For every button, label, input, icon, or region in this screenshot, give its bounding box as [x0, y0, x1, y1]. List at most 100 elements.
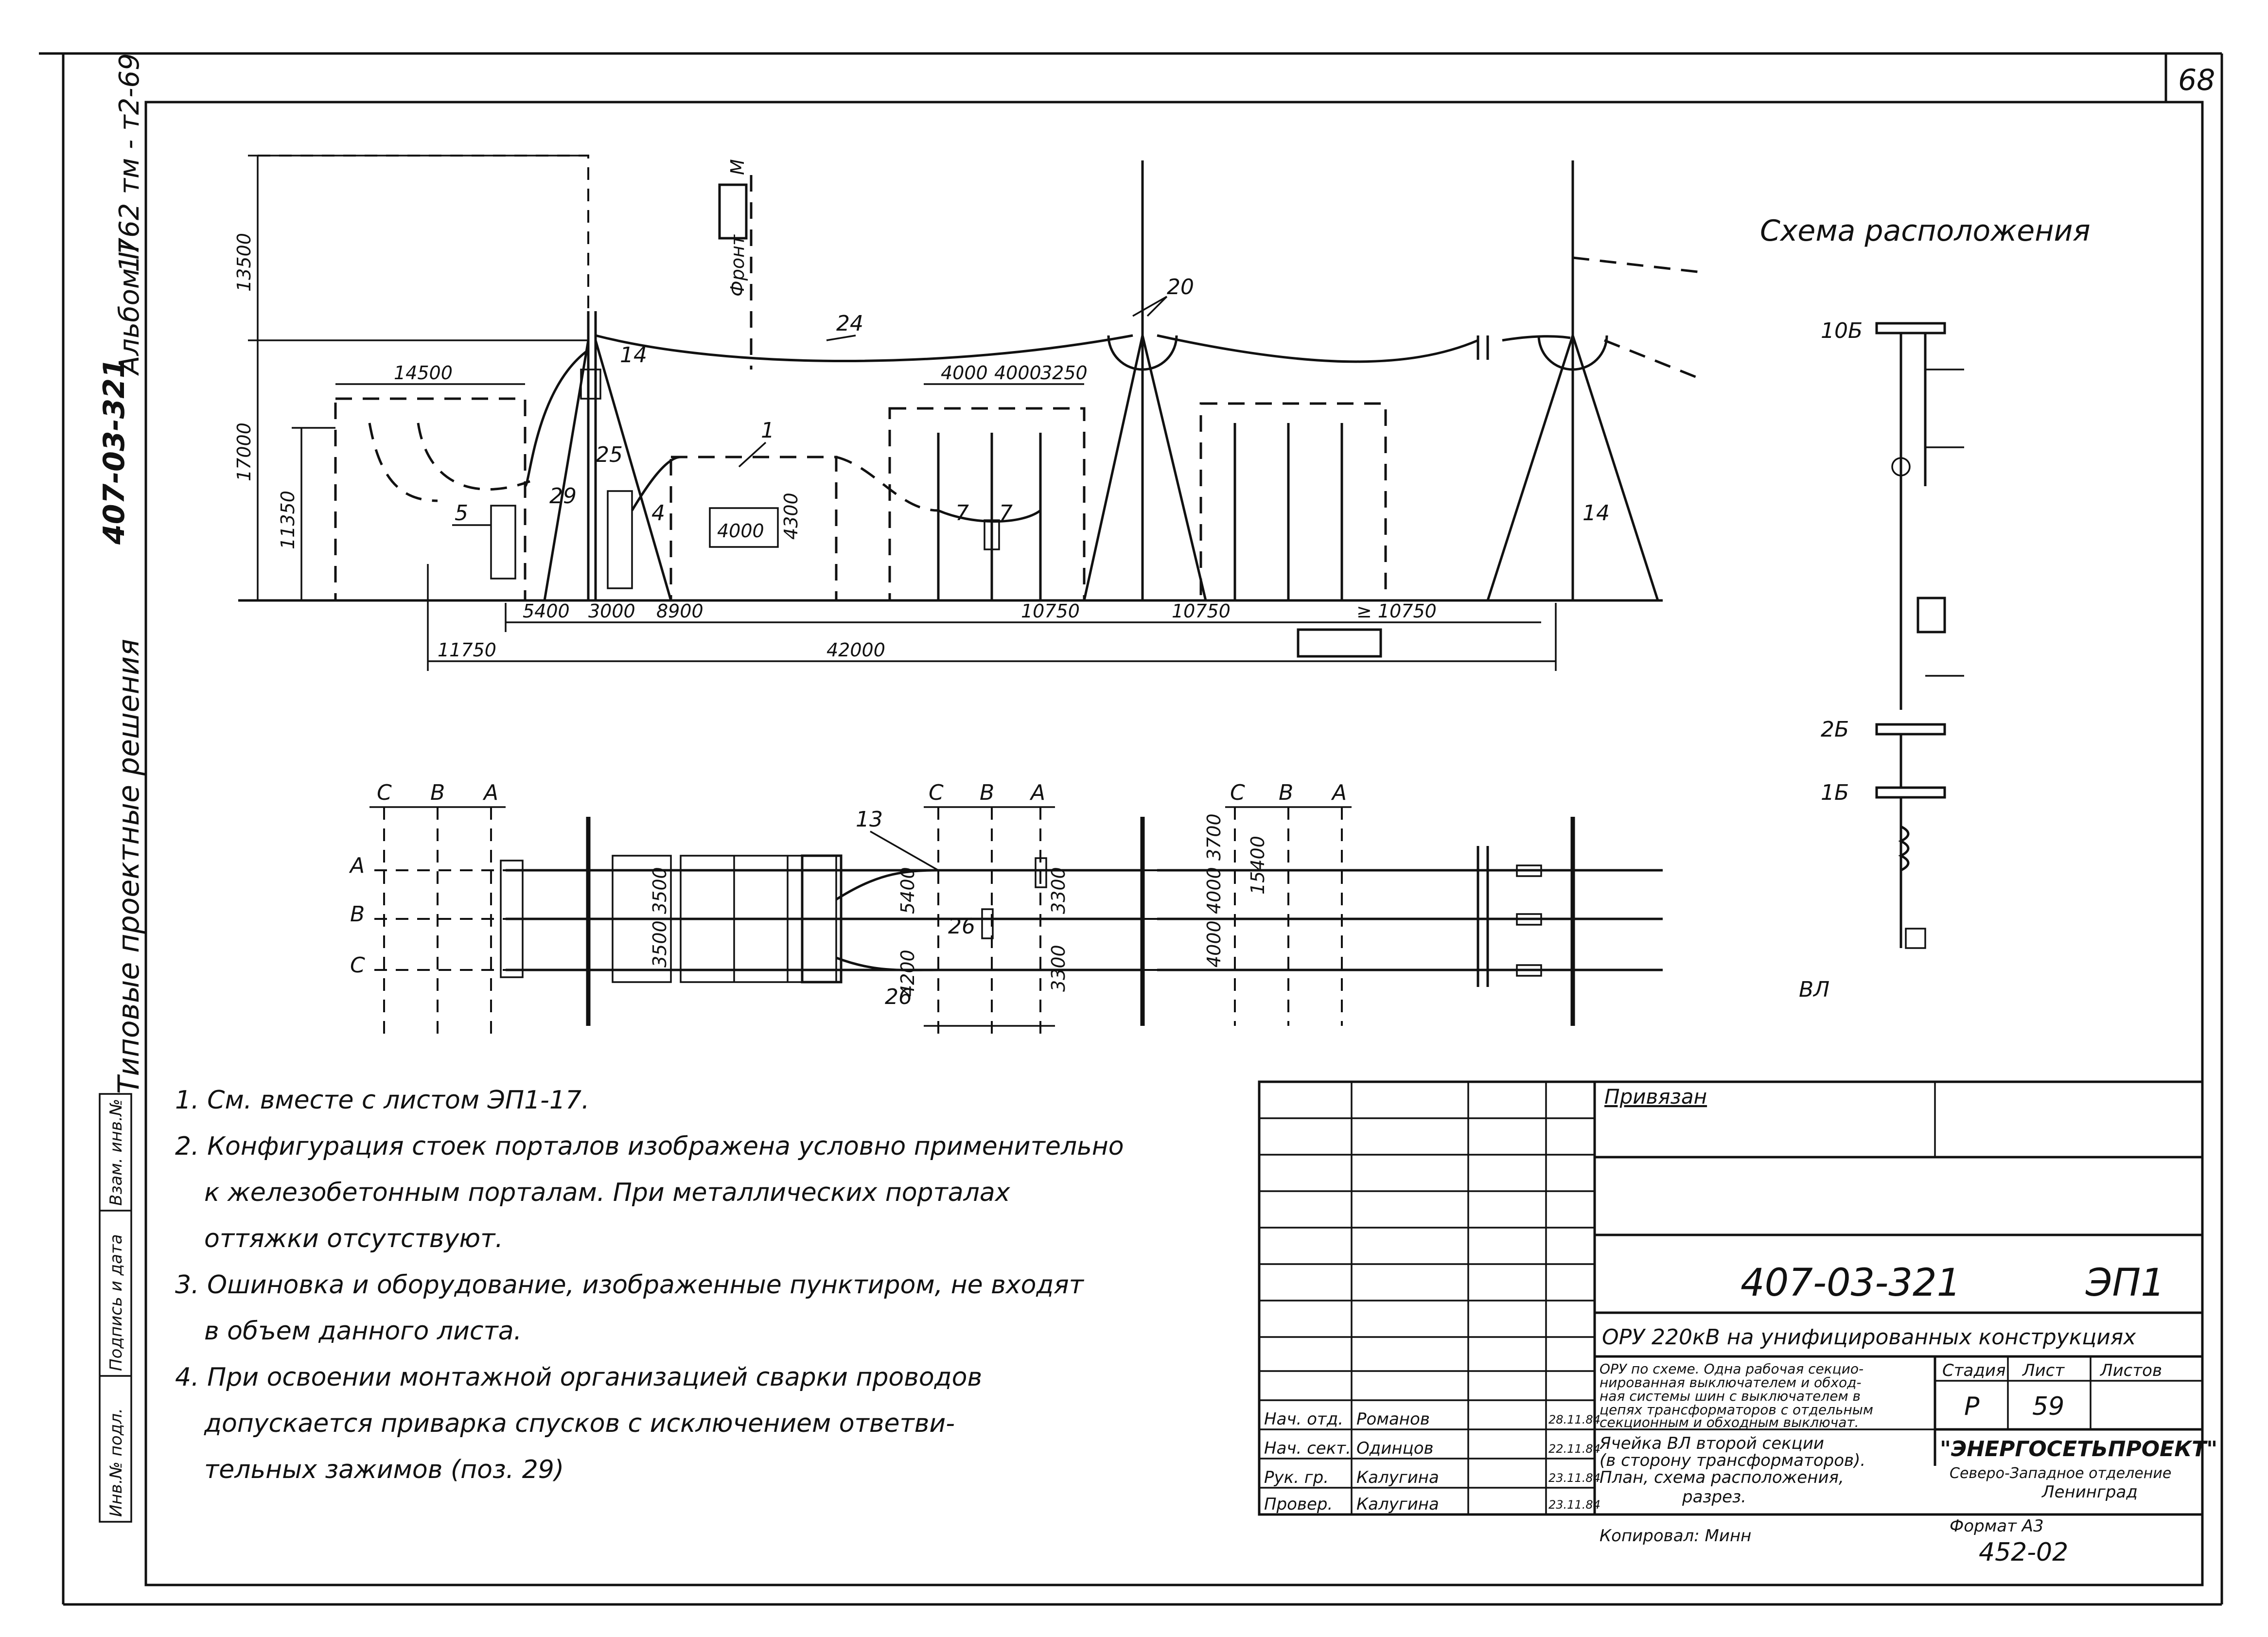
- org-2: Северо-Западное отделение: [1950, 1465, 2171, 1482]
- side-id: 1762 тм - т2-69: [114, 53, 145, 272]
- dim-4000b: 4000: [941, 362, 988, 384]
- stamp-replace: Взам. инв.№: [106, 1099, 126, 1206]
- dim-3250: 3250: [1040, 362, 1088, 384]
- plan-col-a1: A: [482, 780, 498, 805]
- plan-row-b: B: [350, 902, 365, 927]
- schema-2b: 2Б: [1821, 717, 1849, 742]
- schema-1b: 1Б: [1821, 780, 1849, 805]
- pos-14a: 14: [620, 343, 647, 368]
- col-sheets: Листов: [2099, 1361, 2162, 1380]
- desc-3: ная системы шин с выключателем в: [1600, 1388, 1861, 1404]
- pos-13: 13: [856, 807, 883, 832]
- pos-26a: 26: [948, 914, 975, 939]
- sheet-frame: [39, 52, 2223, 1606]
- dim-plan-3300a: 3300: [1048, 867, 1069, 914]
- margin-stamp: Взам. инв.№ Подпись и дата Инв.№ подл.: [99, 1093, 132, 1523]
- dim-10750a: 10750: [1021, 600, 1080, 622]
- plan-col-b1: B: [430, 780, 445, 805]
- sig-name-4: Калугина: [1356, 1495, 1439, 1514]
- pos-25: 25: [596, 442, 623, 467]
- dim-10750b: 10750: [1172, 600, 1231, 622]
- side-album: Альбом II: [114, 244, 145, 376]
- stage-value: Р: [1964, 1392, 1980, 1421]
- org-1: "ЭНЕРГОСЕТЬПРОЕКТ": [1940, 1437, 2217, 1461]
- dim-14500: 14500: [394, 362, 453, 384]
- dim-11750: 11750: [438, 639, 496, 661]
- elevation-view: 13500 17000 11350 14500 Фронт М 4000: [233, 155, 1702, 671]
- note-2b: к железобетонным порталам. При металличе…: [204, 1178, 1011, 1207]
- pos-24: 24: [836, 311, 863, 336]
- plan-col-c3: C: [1230, 780, 1245, 805]
- location-schema: Схема расположения 10Б 2Б 1Б ВЛ: [1760, 214, 2091, 1002]
- privyazan: Привязан: [1604, 1085, 1707, 1109]
- sheet-title-1: Ячейка ВЛ второй секции: [1599, 1434, 1824, 1453]
- org-3: Ленинград: [2041, 1482, 2138, 1502]
- dim-plan-15400: 15400: [1247, 836, 1268, 895]
- dim-5400: 5400: [523, 600, 570, 622]
- dim-plan-3500a: 3500: [649, 867, 670, 914]
- order: 452-02: [1979, 1538, 2068, 1567]
- desc-1: ОРУ по схеме. Одна рабочая секцио-: [1600, 1361, 1864, 1377]
- schema-title: Схема расположения: [1760, 214, 2091, 248]
- sheet-title-4: разрез.: [1682, 1487, 1746, 1507]
- dim-17000: 17000: [233, 422, 255, 481]
- sig-date-3: 23.11.84: [1548, 1471, 1600, 1485]
- sig-date-2: 22.11.84: [1548, 1442, 1600, 1456]
- doc-code: 407-03-321: [1741, 1261, 1961, 1305]
- plan-col-c1: C: [377, 780, 392, 805]
- plan-col-b2: B: [980, 780, 994, 805]
- sig-date-4: 23.11.84: [1548, 1498, 1600, 1512]
- pos-7a: 7: [955, 501, 969, 526]
- pos-20: 20: [1167, 275, 1194, 299]
- note-3: 3. Ошиновка и оборудование, изображенные…: [175, 1270, 1085, 1300]
- pos-7b: 7: [999, 501, 1013, 526]
- note-3b: в объем данного листа.: [204, 1317, 522, 1346]
- pos-5: 5: [455, 501, 468, 526]
- stamp-inv: Инв.№ подл.: [106, 1408, 126, 1517]
- dim-plan-5400: 5400: [897, 867, 918, 914]
- dim-plan-4000a: 4000: [1203, 867, 1225, 914]
- sig-date-1: 28.11.84: [1548, 1413, 1600, 1426]
- side-title: Типовые проектные решения 407-03-321 Аль…: [97, 53, 146, 1094]
- project-name: ОРУ 220кВ на унифицированных конструкция…: [1602, 1325, 2136, 1350]
- sig-role-3: Рук. гр.: [1264, 1468, 1329, 1487]
- side-code: 407-03-321: [97, 358, 131, 545]
- dim-4000c: 4000: [994, 362, 1041, 384]
- note-4b: допускается приварка спусков с исключени…: [204, 1409, 955, 1438]
- sheet-title-2: (в сторону трансформаторов).: [1600, 1451, 1865, 1470]
- sig-name-2: Одинцов: [1356, 1439, 1434, 1458]
- dim-3000: 3000: [588, 600, 635, 622]
- title-block: Нач. отд. Романов 28.11.84 Нач. сект. Од…: [1258, 1080, 2217, 1567]
- note-1: 1. См. вместе с листом ЭП1-17.: [175, 1086, 590, 1115]
- dim-4000a: 4000: [717, 520, 764, 542]
- sheet-title-3: План, схема расположения,: [1600, 1468, 1844, 1487]
- format: Формат А3: [1950, 1516, 2044, 1536]
- col-stage: Стадия: [1942, 1361, 2005, 1380]
- col-sheet: Лист: [2022, 1361, 2065, 1380]
- plan-col-a2: A: [1029, 780, 1045, 805]
- plan-col-c2: C: [929, 780, 944, 805]
- note-4c: тельных зажимов (поз. 29): [204, 1455, 564, 1484]
- plan-row-c: C: [350, 953, 365, 978]
- schema-vl: ВЛ: [1799, 977, 1829, 1002]
- dim-plan-3300b: 3300: [1048, 945, 1069, 992]
- front-mark: М: [727, 159, 748, 175]
- sig-role-4: Провер.: [1264, 1495, 1333, 1514]
- stamp-sign: Подпись и дата: [106, 1234, 126, 1371]
- sig-name-3: Калугина: [1356, 1468, 1439, 1487]
- sheet-code: ЭП1: [2085, 1261, 2165, 1305]
- front-label: Фронт: [727, 234, 748, 297]
- dim-11350: 11350: [277, 491, 299, 549]
- note-2c: оттяжки отсутствуют.: [204, 1224, 503, 1253]
- dim-4300: 4300: [780, 493, 802, 540]
- desc-4: цепях трансформаторов с отдельным: [1600, 1402, 1873, 1418]
- plan-col-a3: A: [1331, 780, 1347, 805]
- side-title-text: Типовые проектные решения: [112, 639, 146, 1094]
- dim-42000: 42000: [826, 639, 885, 661]
- note-2: 2. Конфигурация стоек порталов изображен…: [175, 1132, 1124, 1161]
- dim-plan-3700: 3700: [1203, 813, 1225, 861]
- pos-1: 1: [761, 418, 774, 443]
- copied: Копировал: Минн: [1600, 1526, 1751, 1546]
- schema-10b: 10Б: [1821, 318, 1863, 343]
- page-number: 68: [2178, 63, 2215, 97]
